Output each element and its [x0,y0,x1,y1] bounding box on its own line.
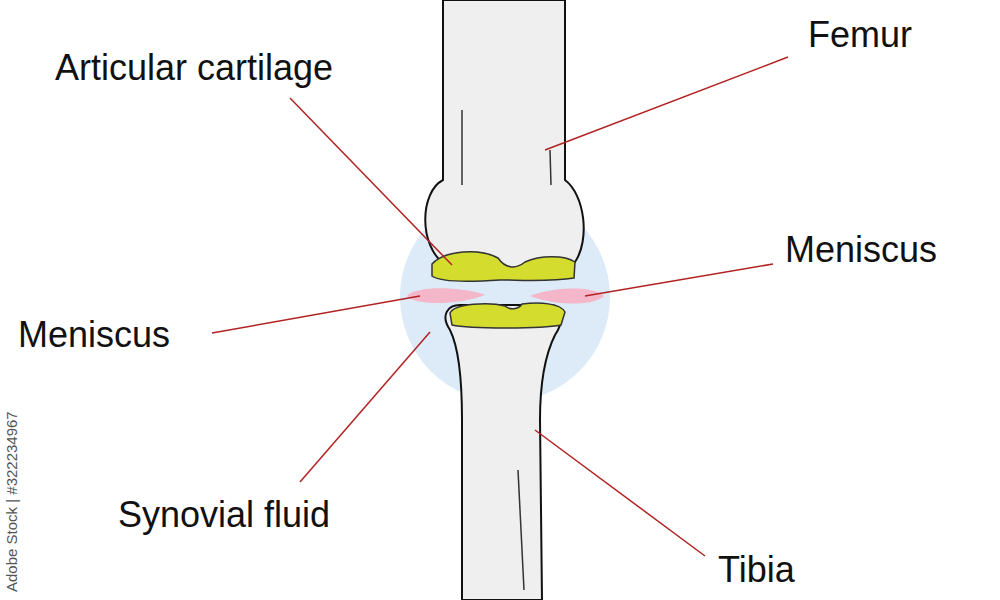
leader-line [212,296,420,333]
part-label: Femur [808,15,912,55]
leader-line [290,98,452,265]
leader-line [545,57,788,150]
watermark: Adobe Stock | #322234967 [3,411,21,592]
tibia-bone [445,305,561,600]
leader-line [585,264,773,296]
femur-cartilage [432,252,575,281]
bone-line [518,470,524,590]
part-label: Tibia [718,550,795,590]
meniscus-shape [530,289,604,304]
bone-line [461,110,463,185]
part-label: Synovial fluid [118,495,330,535]
femur-bone [425,0,583,272]
part-label: Meniscus [785,230,937,270]
part-label: Articular cartilage [55,48,333,88]
leader-line [535,430,705,556]
leader-line [300,332,430,482]
tibia-cartilage [450,303,565,328]
part-label: Meniscus [18,315,170,355]
bone-line [550,150,551,185]
